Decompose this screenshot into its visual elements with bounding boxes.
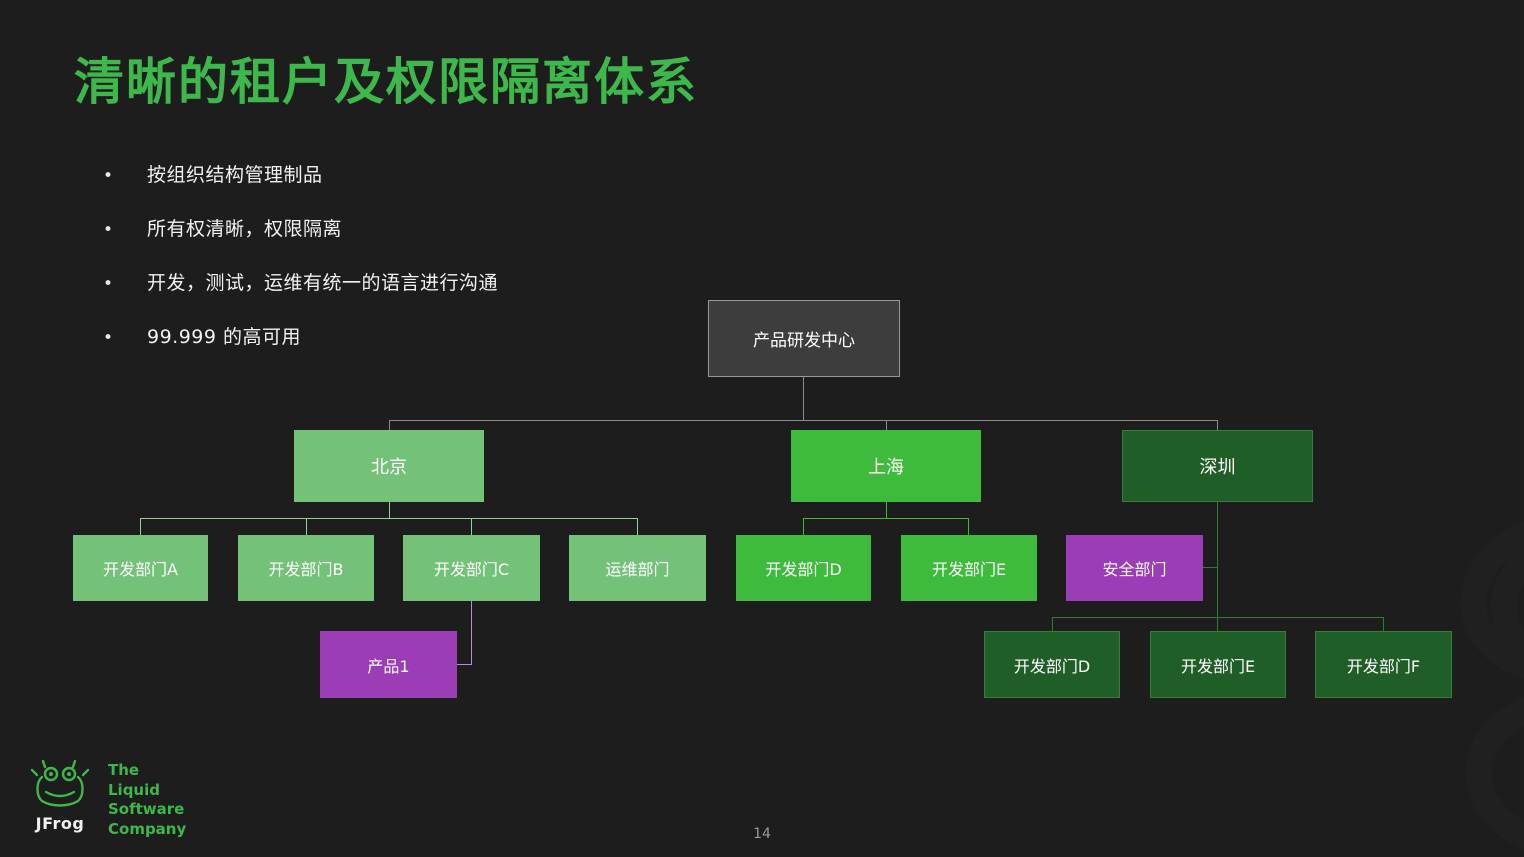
bullet-text: 按组织结构管理制品 [147, 164, 323, 186]
tagline-line: The [108, 761, 140, 779]
connector-stub-shanghai [886, 420, 887, 430]
bullet-dot [103, 220, 147, 240]
connector-stub-dept-c [471, 518, 472, 535]
connector-shenzhen-vertical [1217, 502, 1218, 617]
connector-shanghai-horizontal [803, 518, 969, 519]
org-node-root: 产品研发中心 [708, 300, 900, 377]
org-node-sz-dept-e: 开发部门E [1150, 631, 1286, 698]
connector-product1-vertical [471, 601, 472, 665]
org-node-beijing: 北京 [294, 430, 484, 502]
connector-stub-dept-a [140, 518, 141, 535]
connector-stub-dept-d [803, 518, 804, 535]
tagline-line: Software [108, 800, 185, 818]
bullet-dot [103, 166, 147, 186]
jfrog-logo-text: JFrog [35, 814, 85, 833]
jfrog-logo: JFrog [20, 758, 100, 833]
bullet-item: 开发，测试，运维有统一的语言进行沟通 [103, 268, 498, 295]
connector-beijing-horizontal [140, 518, 638, 519]
connector-stub-dept-b [306, 518, 307, 535]
org-node-security-dept: 安全部门 [1066, 535, 1203, 601]
org-node-dept-b: 开发部门B [238, 535, 374, 601]
connector-stub-dept-e [968, 518, 969, 535]
jfrog-frog-icon [30, 759, 90, 807]
org-node-shanghai: 上海 [791, 430, 981, 502]
bullet-item: 按组织结构管理制品 [103, 160, 498, 187]
org-node-shenzhen: 深圳 [1122, 430, 1313, 502]
connector-stub-sz-dept-d [1052, 617, 1053, 631]
bullet-text: 开发，测试，运维有统一的语言进行沟通 [147, 272, 499, 294]
connector-shenzhen-horizontal [1052, 617, 1384, 618]
page-number: 14 [753, 826, 771, 842]
org-node-product1: 产品1 [320, 631, 457, 698]
connector-stub-security [1203, 567, 1217, 568]
bullet-text: 99.999 的高可用 [147, 326, 302, 348]
connector-product1-horizontal [457, 664, 472, 665]
bullet-text: 所有权清晰，权限隔离 [147, 218, 343, 240]
tagline-line: Liquid [108, 780, 160, 799]
slide-title: 清晰的租户及权限隔离体系 [74, 53, 698, 111]
tagline-line: Company [108, 819, 187, 838]
company-tagline: The Liquid Software Company [108, 761, 186, 839]
org-node-sh-dept-d: 开发部门D [736, 535, 871, 601]
org-node-dept-c: 开发部门C [403, 535, 540, 601]
bullet-item: 所有权清晰，权限隔离 [103, 214, 498, 241]
connector-stub-sz-dept-f [1383, 617, 1384, 631]
connector-stub-ops [637, 518, 638, 535]
connector-stub-beijing [389, 420, 390, 430]
connector-shanghai-vertical [886, 502, 887, 518]
connector-stub-sz-dept-e [1217, 617, 1218, 631]
org-node-ops-dept: 运维部门 [569, 535, 706, 601]
org-node-dept-a: 开发部门A [73, 535, 208, 601]
org-node-sz-dept-d: 开发部门D [984, 631, 1120, 698]
bullet-dot [103, 274, 147, 294]
jfrog-watermark-graphic [1460, 521, 1524, 850]
org-node-sh-dept-e: 开发部门E [901, 535, 1037, 601]
connector-stub-shenzhen [1217, 420, 1218, 430]
bullet-list: 按组织结构管理制品 所有权清晰，权限隔离 开发，测试，运维有统一的语言进行沟通 … [103, 160, 498, 376]
connector-beijing-vertical [389, 502, 390, 518]
bullet-dot [103, 328, 147, 348]
connector-root-vertical [803, 377, 804, 420]
connector-root-horizontal [389, 420, 1218, 421]
org-node-sz-dept-f: 开发部门F [1315, 631, 1452, 698]
bullet-item: 99.999 的高可用 [103, 322, 498, 349]
